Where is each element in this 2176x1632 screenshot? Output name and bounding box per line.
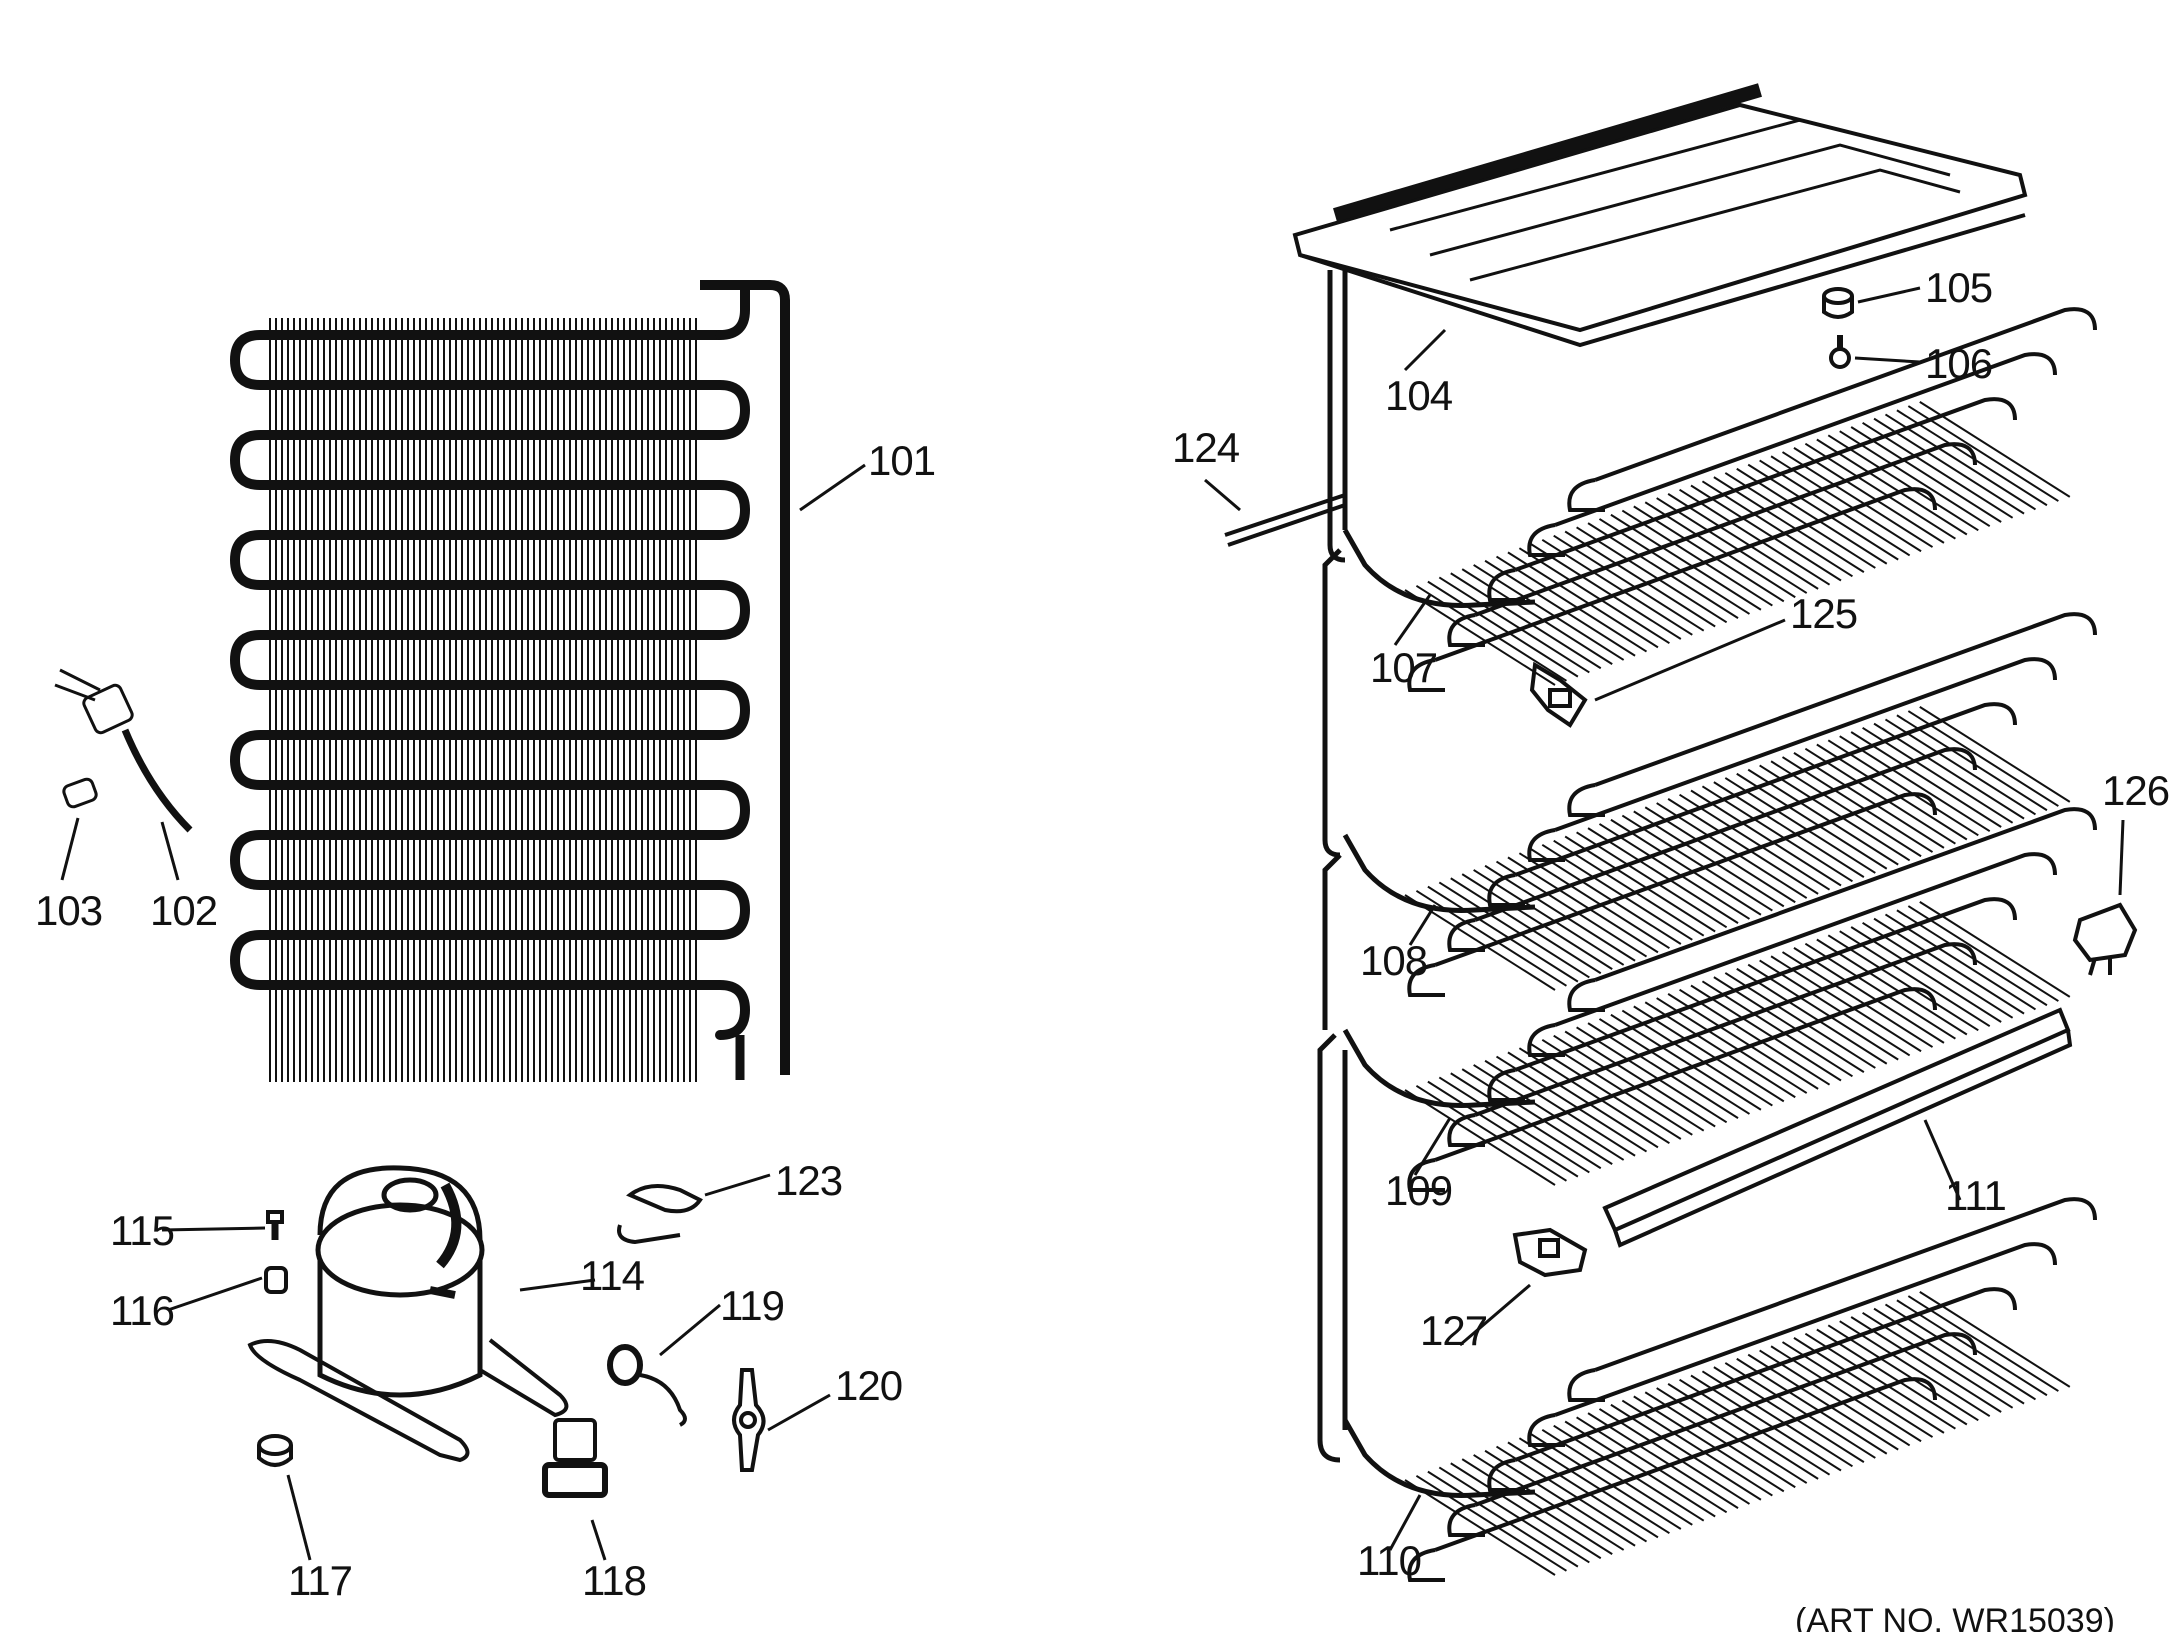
callout-104: 104	[1385, 372, 1453, 419]
callout-103: 103	[35, 887, 102, 934]
grommet-bottom	[257, 1434, 293, 1467]
callout-126: 126	[2102, 767, 2169, 814]
front-rail	[1602, 1007, 2073, 1248]
shelf-clip-upper	[1529, 661, 1588, 728]
callout-125: 125	[1790, 590, 1857, 637]
thermostat-clip	[2072, 902, 2138, 976]
callout-117: 117	[288, 1557, 352, 1604]
harness-clip	[617, 1184, 703, 1245]
bracket	[732, 1368, 766, 1472]
callout-114: 114	[580, 1252, 645, 1299]
refrigerant-tube	[1224, 493, 1346, 547]
overload-protector	[607, 1344, 687, 1427]
callout-108: 108	[1360, 937, 1427, 984]
compressor	[247, 1165, 569, 1463]
grommet	[264, 1266, 288, 1294]
screw	[1829, 335, 1851, 369]
cord-clip	[62, 777, 98, 809]
callout-101: 101	[868, 437, 935, 484]
callout-111: 111	[1945, 1172, 2006, 1219]
leader-lines	[60, 286, 2125, 1561]
callout-115: 115	[110, 1207, 174, 1254]
callout-123: 123	[775, 1157, 842, 1204]
callout-118: 118	[582, 1557, 646, 1604]
callout-110: 110	[1357, 1537, 1421, 1584]
callout-127: 127	[1420, 1307, 1487, 1354]
callout-107: 107	[1370, 644, 1437, 691]
mounting-bolt	[266, 1210, 284, 1240]
callout-124: 124	[1172, 424, 1240, 471]
callout-116: 116	[110, 1287, 174, 1334]
callout-109: 109	[1385, 1167, 1452, 1214]
power-cord	[54, 668, 193, 833]
callout-119: 119	[720, 1282, 784, 1329]
shelf-clip-lower	[1512, 1227, 1588, 1278]
relay	[542, 1418, 608, 1498]
callout-102: 102	[150, 887, 217, 934]
art-number: (ART NO. WR15039)	[1795, 1602, 2115, 1632]
cap	[1822, 287, 1854, 319]
condenser-coil	[229, 280, 790, 1082]
callout-106: 106	[1925, 340, 1992, 387]
evaporator-frame	[1317, 270, 1348, 1463]
callout-120: 120	[835, 1362, 902, 1409]
callout-105: 105	[1925, 264, 1992, 311]
freezer-plate	[1292, 83, 2028, 348]
